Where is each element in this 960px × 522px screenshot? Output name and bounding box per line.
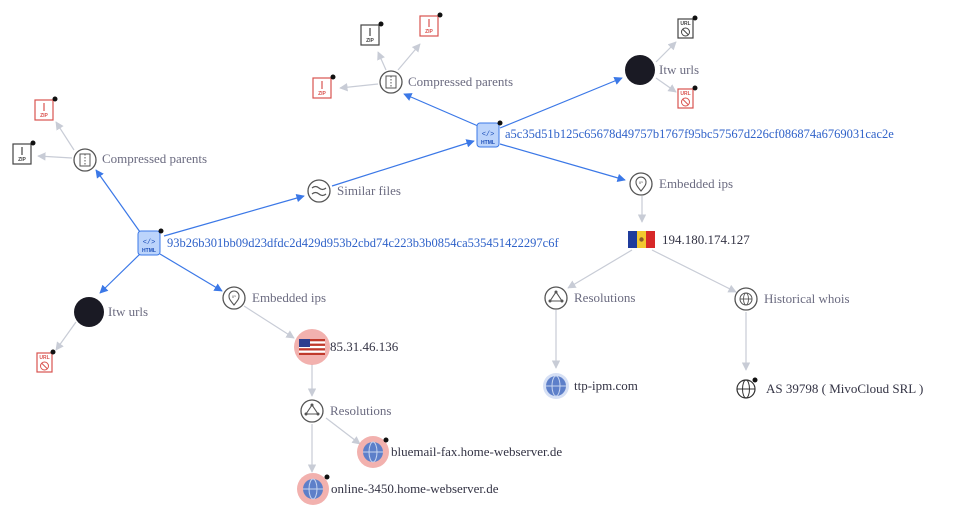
globe-icon[interactable] bbox=[357, 436, 389, 468]
edge-emb1-ip bbox=[243, 305, 295, 339]
globe-icon[interactable] bbox=[543, 373, 569, 399]
whois-icon[interactable] bbox=[734, 287, 758, 311]
similar-files-label: Similar files bbox=[337, 183, 401, 198]
resolutions-icon[interactable] bbox=[300, 399, 324, 423]
embedded-ips-icon[interactable]: IP bbox=[222, 286, 246, 310]
compressed-parents-icon[interactable] bbox=[379, 70, 403, 94]
zip-icon[interactable]: ZIP bbox=[12, 140, 36, 165]
compressed-parents-label: Compressed parents bbox=[408, 74, 513, 89]
edge-filea-compressed bbox=[95, 169, 141, 233]
itw-urls-label: Itw urls bbox=[659, 62, 699, 77]
file-hash-a[interactable]: 93b26b301bb09d23dfdc2d429d953b2cbd74c223… bbox=[167, 236, 559, 250]
edge-ip2-whois bbox=[651, 249, 737, 293]
edge-ip2-res bbox=[567, 249, 633, 289]
edge-itw2-url2 bbox=[655, 77, 677, 93]
html-tag: HTML bbox=[481, 140, 495, 146]
svg-text:ZIP: ZIP bbox=[18, 157, 26, 163]
itw-urls-label: Itw urls bbox=[108, 304, 148, 319]
edge-res1-d1 bbox=[325, 417, 361, 445]
domain-name[interactable]: online-3450.home-webserver.de bbox=[331, 481, 499, 496]
edge-filea-embedded bbox=[159, 253, 223, 292]
edge-cp2-zip3 bbox=[339, 83, 379, 92]
edge-itw2-url1 bbox=[655, 41, 677, 63]
embedded-ips-label: Embedded ips bbox=[252, 290, 326, 305]
similar-files-icon[interactable] bbox=[307, 179, 331, 203]
ip-address[interactable]: 194.180.174.127 bbox=[662, 232, 750, 247]
edge-itw1-url bbox=[55, 321, 77, 351]
domain-name[interactable]: bluemail-fax.home-webserver.de bbox=[391, 444, 562, 459]
edge-filea-itw bbox=[99, 253, 141, 294]
embedded-ips-label: Embedded ips bbox=[659, 176, 733, 191]
zip-icon[interactable]: ZIP bbox=[419, 12, 443, 37]
file-node-a[interactable]: </> HTML bbox=[137, 228, 164, 256]
globe-icon[interactable] bbox=[297, 473, 330, 505]
svg-text:URL: URL bbox=[680, 21, 690, 27]
ip-address[interactable]: 85.31.46.136 bbox=[330, 339, 399, 354]
url-icon[interactable]: URL bbox=[677, 15, 698, 39]
svg-text:ZIP: ZIP bbox=[425, 29, 433, 35]
edge-filea-similar bbox=[163, 194, 305, 237]
zip-icon[interactable]: ZIP bbox=[360, 21, 384, 46]
html-tag: HTML bbox=[142, 248, 156, 254]
edge-cp1-zip1 bbox=[55, 121, 75, 151]
svg-text:ZIP: ZIP bbox=[318, 91, 326, 97]
edge-similar-fileb bbox=[331, 139, 475, 187]
edge-cp2-zip2 bbox=[397, 43, 421, 71]
domain-name[interactable]: ttp-ipm.com bbox=[574, 378, 638, 393]
moldova-flag-icon[interactable] bbox=[628, 231, 655, 248]
edge-fileb-itw bbox=[499, 76, 623, 129]
whois-globe-icon[interactable] bbox=[736, 377, 758, 399]
url-icon[interactable]: URL bbox=[36, 349, 56, 373]
svg-text:URL: URL bbox=[680, 91, 690, 97]
resolutions-label: Resolutions bbox=[574, 290, 635, 305]
svg-text:IP: IP bbox=[232, 294, 236, 299]
resolutions-icon[interactable] bbox=[544, 286, 568, 310]
resolutions-label: Resolutions bbox=[330, 403, 391, 418]
svg-text:ZIP: ZIP bbox=[366, 38, 374, 44]
as-owner[interactable]: AS 39798 ( MivoCloud SRL ) bbox=[766, 381, 923, 396]
itw-urls-node[interactable] bbox=[625, 55, 655, 85]
svg-text:ZIP: ZIP bbox=[40, 113, 48, 119]
svg-text:</>: </> bbox=[143, 239, 156, 247]
svg-text:URL: URL bbox=[39, 355, 49, 361]
svg-text:IP: IP bbox=[639, 180, 643, 185]
edge-cp1-zip2 bbox=[37, 152, 73, 161]
svg-text:</>: </> bbox=[482, 131, 495, 139]
file-hash-b[interactable]: a5c35d51b125c65678d49757b1767f95bc57567d… bbox=[505, 127, 894, 141]
itw-urls-node[interactable] bbox=[74, 297, 104, 327]
edge-cp2-zip1 bbox=[377, 51, 387, 71]
embedded-ips-icon[interactable]: IP bbox=[629, 172, 653, 196]
url-icon[interactable]: URL bbox=[677, 85, 698, 109]
compressed-parents-icon[interactable] bbox=[73, 148, 97, 172]
edge-fileb-compressed bbox=[403, 93, 479, 127]
file-node-b[interactable]: </> HTML bbox=[476, 120, 503, 148]
edges bbox=[37, 41, 751, 473]
historical-whois-label: Historical whois bbox=[764, 291, 850, 306]
us-flag-icon[interactable] bbox=[294, 329, 330, 365]
zip-icon[interactable]: ZIP bbox=[312, 74, 336, 99]
edge-fileb-embedded bbox=[499, 143, 626, 182]
compressed-parents-label: Compressed parents bbox=[102, 151, 207, 166]
zip-icon[interactable]: ZIP bbox=[34, 96, 58, 121]
